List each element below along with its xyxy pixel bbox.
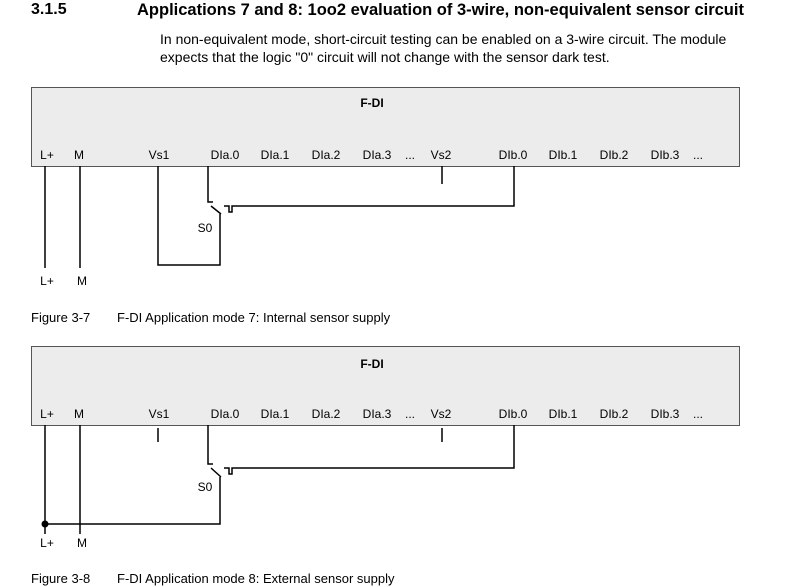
wires-1 <box>44 166 515 268</box>
terminal-dia1: DIa.1 <box>261 148 290 162</box>
wires-2 <box>44 425 515 534</box>
sensor-label: S0 <box>198 480 213 494</box>
terminal-m: M <box>74 407 84 421</box>
intro-paragraph: In non-equivalent mode, short-circuit te… <box>160 30 790 66</box>
terminal-dib0: DIb.0 <box>499 407 528 421</box>
supply-m-label: M <box>77 536 87 550</box>
supply-m-label: M <box>77 274 87 288</box>
terminal-ellipsis-b: ... <box>693 407 703 421</box>
junction-dot <box>41 520 49 528</box>
terminal-dia3: DIa.3 <box>363 148 392 162</box>
terminal-dib3: DIb.3 <box>651 148 680 162</box>
terminal-m: M <box>74 148 84 162</box>
terminal-dib1: DIb.1 <box>549 148 578 162</box>
terminal-ellipsis-a: ... <box>405 407 415 421</box>
terminal-dia2: DIa.2 <box>312 407 341 421</box>
terminal-lplus: L+ <box>40 148 54 162</box>
terminal-dib3: DIb.3 <box>651 407 680 421</box>
terminal-dib1: DIb.1 <box>549 407 578 421</box>
figure-number-2: Figure 3-8 <box>31 571 91 586</box>
terminal-dib2: DIb.2 <box>600 407 629 421</box>
terminal-dib2: DIb.2 <box>600 148 629 162</box>
terminal-ellipsis-a: ... <box>405 148 415 162</box>
section-title: Applications 7 and 8: 1oo2 evaluation of… <box>137 1 744 19</box>
figure-caption-2: F-DI Application mode 8: External sensor… <box>117 571 395 586</box>
diagram-1: F-DI L+ M Vs1 DIa.0 DIa.1 DIa.2 DIa.3 ..… <box>31 87 740 288</box>
figure-caption-1: F-DI Application mode 7: Internal sensor… <box>117 310 391 325</box>
terminal-dia0: DIa.0 <box>211 407 240 421</box>
module-label: F-DI <box>360 96 383 110</box>
supply-lplus-label: L+ <box>40 536 54 550</box>
terminal-dia3: DIa.3 <box>363 407 392 421</box>
intro-line-2: expects that the logic "0" circuit will … <box>160 49 610 65</box>
module-label: F-DI <box>360 357 383 371</box>
module-box <box>31 346 740 426</box>
module-box <box>31 87 740 167</box>
terminal-vs1: Vs1 <box>149 148 170 162</box>
terminal-dia0: DIa.0 <box>211 148 240 162</box>
terminal-vs2: Vs2 <box>431 407 452 421</box>
terminal-dia1: DIa.1 <box>261 407 290 421</box>
terminal-dia2: DIa.2 <box>312 148 341 162</box>
terminal-lplus: L+ <box>40 407 54 421</box>
terminal-vs1: Vs1 <box>149 407 170 421</box>
section-number: 3.1.5 <box>31 1 67 18</box>
intro-line-1: In non-equivalent mode, short-circuit te… <box>160 31 727 47</box>
sensor-label: S0 <box>198 221 213 235</box>
terminal-ellipsis-b: ... <box>693 148 703 162</box>
figure-number-1: Figure 3-7 <box>31 310 91 325</box>
terminal-vs2: Vs2 <box>431 148 452 162</box>
terminal-dib0: DIb.0 <box>499 148 528 162</box>
supply-lplus-label: L+ <box>40 274 54 288</box>
diagram-2: F-DI L+ M Vs1 DIa.0 DIa.1 DIa.2 DIa.3 ..… <box>31 346 740 550</box>
